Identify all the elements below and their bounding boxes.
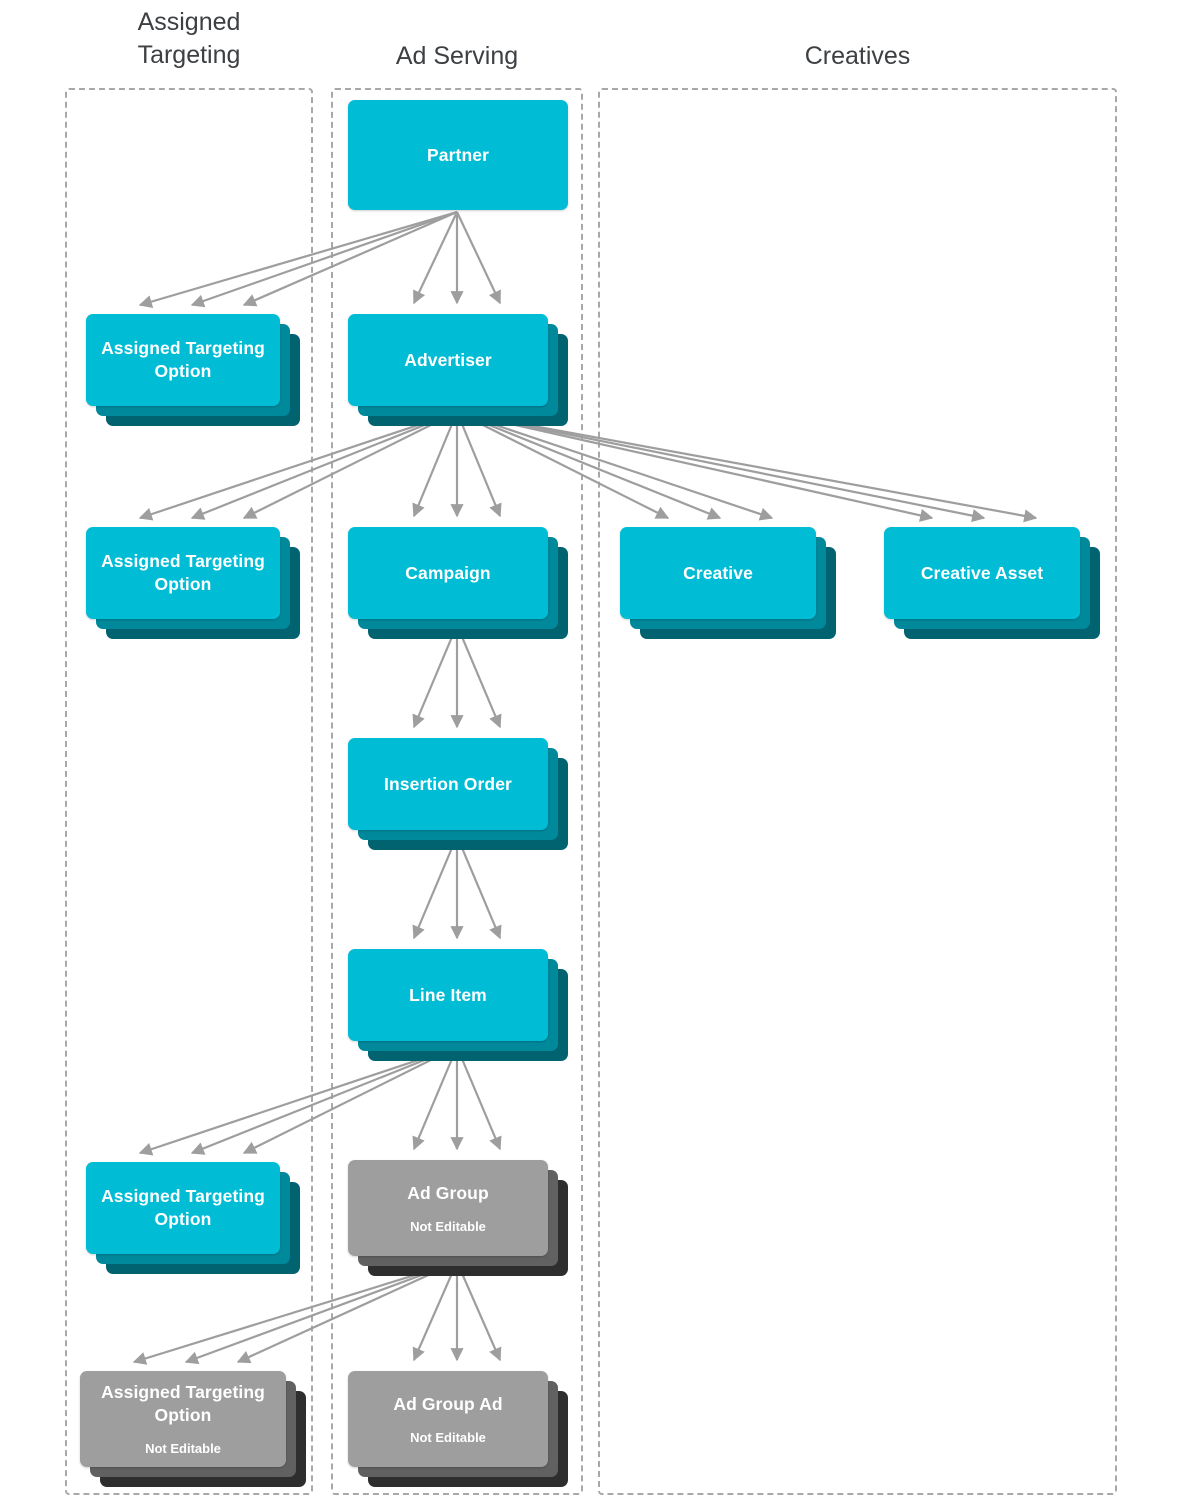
node-title: Line Item (409, 984, 487, 1005)
node-ato-advertiser[interactable]: Assigned Targeting Option (86, 527, 300, 639)
node-campaign[interactable]: Campaign (348, 527, 568, 639)
edge-advertiser-to-creative (456, 410, 774, 521)
node-title: Campaign (405, 562, 491, 583)
node-title: Creative Asset (920, 562, 1044, 583)
node-editability-label: Not Editable (410, 1218, 486, 1234)
node-ato-lineitem[interactable]: Assigned Targeting Option (86, 1162, 300, 1274)
edge-partner-to-advertiser (413, 211, 501, 305)
node-title: Partner (427, 144, 489, 165)
edge-partner-to-ato-partner (138, 210, 458, 308)
node-advertiser[interactable]: Advertiser (348, 314, 568, 426)
node-editability-label: Not Editable (410, 1429, 486, 1445)
column-header-assigned-targeting: Assigned Targeting (137, 8, 241, 69)
edge-advertiser-to-ato-advertiser (138, 410, 458, 521)
node-title: Creative (683, 562, 753, 583)
node-ato-adgroup[interactable]: Assigned Targeting Option Not Editable (80, 1371, 306, 1487)
edge-ad-group-to-ato-adgroup (132, 1260, 458, 1365)
node-creative[interactable]: Creative (620, 527, 836, 639)
node-line-item[interactable]: Line Item (348, 949, 568, 1061)
node-ad-group[interactable]: Ad Group Not Editable (348, 1160, 568, 1276)
node-title: Ad Group Ad (393, 1393, 503, 1414)
node-editability-label: Not Editable (145, 1441, 221, 1456)
edge-ad-group-to-ad-group-ad (412, 1261, 502, 1362)
node-title: Assigned Targeting Option (101, 1186, 265, 1229)
edge-insertion-order-to-line-item (412, 835, 502, 940)
edge-advertiser-to-campaign (412, 411, 502, 518)
edge-line-item-to-ad-group (412, 1046, 502, 1151)
node-title: Assigned Targeting Option (101, 551, 265, 594)
column-box-creatives (598, 88, 1117, 1495)
node-title: Ad Group (407, 1182, 489, 1203)
node-ad-group-ad[interactable]: Ad Group Ad Not Editable (348, 1371, 568, 1487)
column-header-ad-serving: Ad Serving (395, 42, 519, 70)
node-title: Insertion Order (384, 773, 512, 794)
column-box-ad-serving (331, 88, 583, 1495)
node-title: Advertiser (404, 349, 492, 370)
node-title: Assigned Targeting Option (101, 338, 265, 381)
node-creative-asset[interactable]: Creative Asset (884, 527, 1100, 639)
column-box-assigned-targeting (65, 88, 313, 1495)
node-partner[interactable]: Partner (348, 100, 568, 210)
column-header-creatives: Creatives (804, 42, 911, 70)
edge-advertiser-to-creative-asset (456, 410, 1038, 523)
edge-campaign-to-insertion-order (412, 624, 502, 729)
node-insertion-order[interactable]: Insertion Order (348, 738, 568, 850)
node-ato-partner[interactable]: Assigned Targeting Option (86, 314, 300, 426)
node-title: Assigned Targeting Option (101, 1382, 265, 1425)
edge-line-item-to-ato-lineitem (138, 1045, 458, 1156)
